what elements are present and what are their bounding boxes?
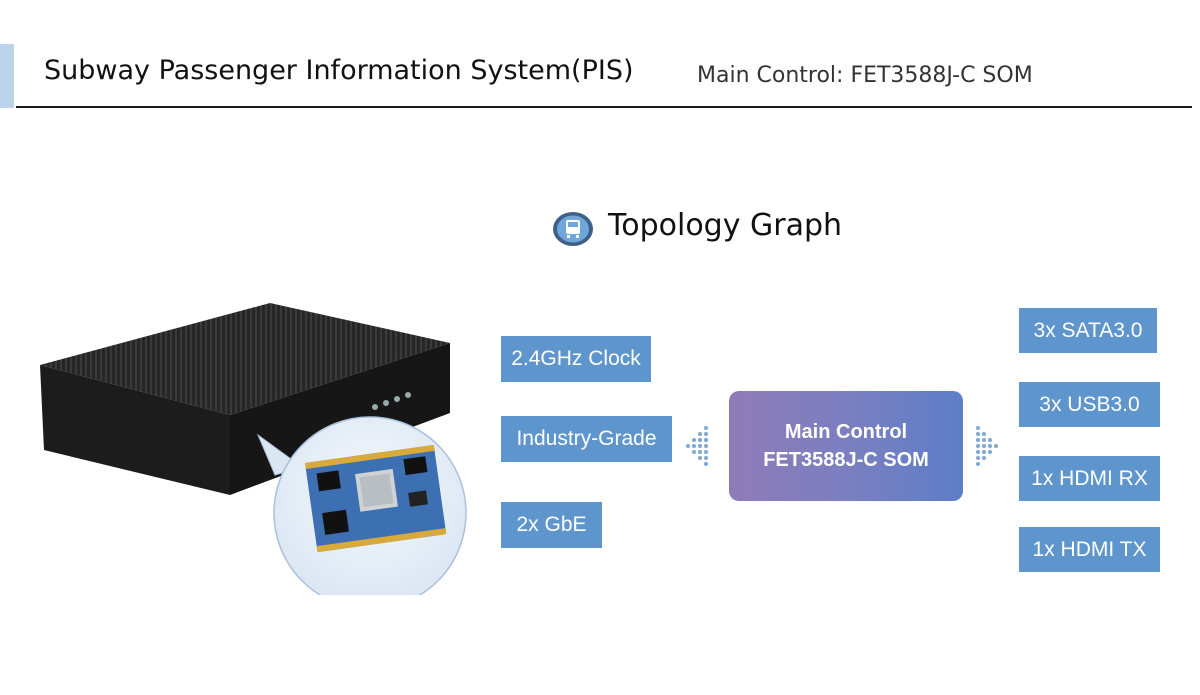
- header-divider: [16, 106, 1192, 108]
- train-icon: [553, 212, 593, 246]
- feature-clock: 2.4GHz Clock: [501, 336, 651, 382]
- device-image: [40, 303, 467, 595]
- interface-sata: 3x SATA3.0: [1019, 308, 1157, 353]
- topology-title: Topology Graph: [608, 208, 843, 243]
- right-arrow-icon: [976, 426, 998, 466]
- page-subtitle: Main Control: FET3588J-C SOM: [697, 63, 1033, 88]
- main-control-label: Main Control: [784, 421, 908, 443]
- feature-gbe: 2x GbE: [501, 502, 602, 548]
- page-title: Subway Passenger Information System(PIS): [44, 55, 634, 86]
- feature-industry-grade: Industry-Grade: [501, 416, 672, 462]
- interface-hdmi-tx: 1x HDMI TX: [1019, 527, 1160, 572]
- main-control-box: Main Control FET3588J-C SOM: [729, 391, 963, 501]
- interface-usb: 3x USB3.0: [1019, 382, 1160, 427]
- left-arrow-icon: [686, 426, 708, 466]
- interface-hdmi-rx: 1x HDMI RX: [1019, 456, 1160, 501]
- header-accent-bar: [0, 44, 14, 108]
- main-control-model: FET3588J-C SOM: [763, 449, 929, 471]
